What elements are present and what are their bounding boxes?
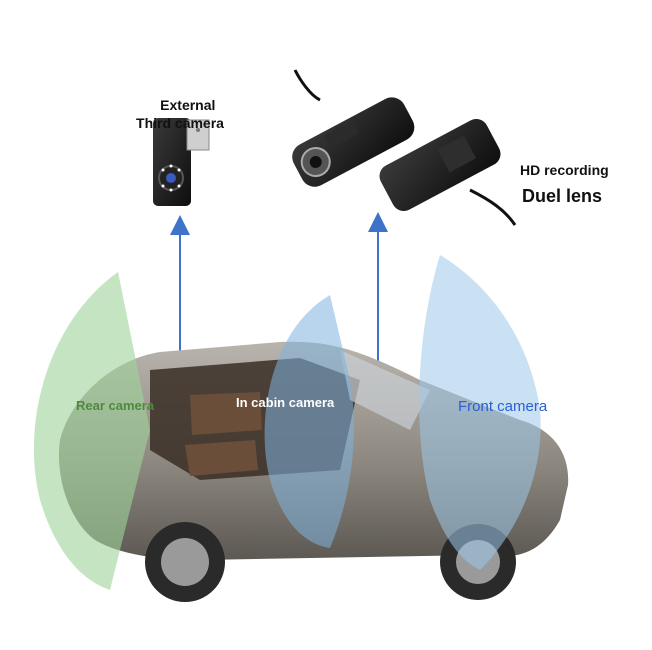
front-camera-zone	[419, 255, 541, 570]
cabin-camera-zone	[264, 295, 354, 548]
in-cabin-camera-label: In cabin camera	[236, 395, 335, 410]
front-camera-label: Front camera	[458, 398, 548, 415]
hd-recording-label: HD recording	[520, 162, 609, 178]
rear-camera-zone	[33, 272, 150, 590]
dash-camera-icon	[292, 69, 517, 226]
duel-lens-label: Duel lens	[522, 186, 603, 206]
external-camera-icon	[153, 118, 210, 206]
rear-camera-label: Rear camera	[76, 398, 155, 413]
external-camera-label: External Third camera	[136, 97, 224, 131]
